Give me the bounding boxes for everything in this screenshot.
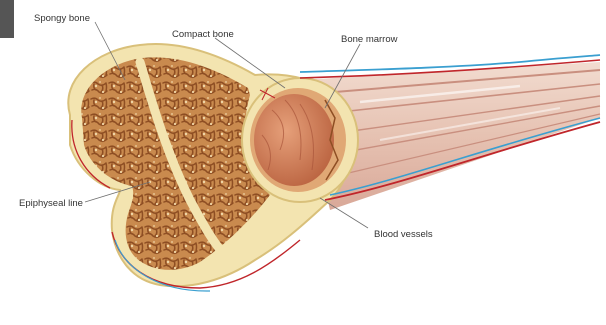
label-bone-marrow: Bone marrow	[341, 34, 398, 45]
label-spongy-bone: Spongy bone	[34, 13, 90, 24]
label-epiphyseal-line: Epiphyseal line	[19, 198, 83, 209]
label-compact-bone: Compact bone	[172, 29, 234, 40]
bone-marrow-cavity	[242, 78, 358, 202]
label-blood-vessels: Blood vessels	[374, 229, 433, 240]
